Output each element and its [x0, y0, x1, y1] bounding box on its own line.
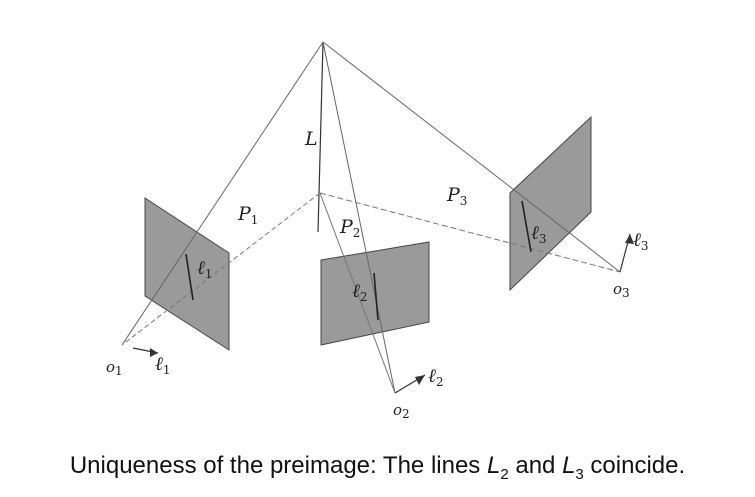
label-l3-plane: ℓ3 — [531, 222, 547, 246]
preimage-diagram: L P1 P2 P3 ℓ1 ℓ2 ℓ3 ℓ1 ℓ2 ℓ3 o1 o2 o3 — [106, 41, 649, 421]
line-L — [317, 41, 324, 233]
arrow-o2 — [415, 375, 425, 385]
image-line-3 — [521, 200, 532, 253]
arrow-o1 — [150, 348, 158, 357]
figure-caption: Uniqueness of the preimage: The lines L2… — [69, 452, 686, 483]
label-o2: o2 — [393, 401, 410, 421]
label-o3: o3 — [613, 280, 630, 300]
image-line-2 — [373, 272, 379, 321]
label-l3-axis: ℓ3 — [633, 229, 649, 253]
label-P2: P2 — [339, 216, 360, 240]
label-l1-plane: ℓ1 — [197, 257, 213, 281]
label-l1-axis: ℓ1 — [155, 353, 171, 377]
image-plane-1 — [144, 197, 230, 351]
ray-apex-o3 — [322, 41, 621, 273]
label-P3: P3 — [446, 184, 467, 208]
ray-apex-o1 — [121, 41, 324, 346]
label-o1: o1 — [106, 358, 123, 378]
label-l2-axis: ℓ2 — [428, 365, 444, 389]
label-P1: P1 — [237, 203, 258, 227]
ray-base-o2 — [319, 192, 396, 394]
label-L: L — [304, 128, 318, 150]
label-l2-plane: ℓ2 — [352, 280, 368, 304]
ray-apex-o2 — [322, 41, 396, 394]
arrow-o3 — [625, 234, 634, 244]
ray-base-o1 — [121, 192, 321, 346]
ray-base-o3 — [319, 192, 621, 273]
image-line-1 — [185, 253, 194, 301]
